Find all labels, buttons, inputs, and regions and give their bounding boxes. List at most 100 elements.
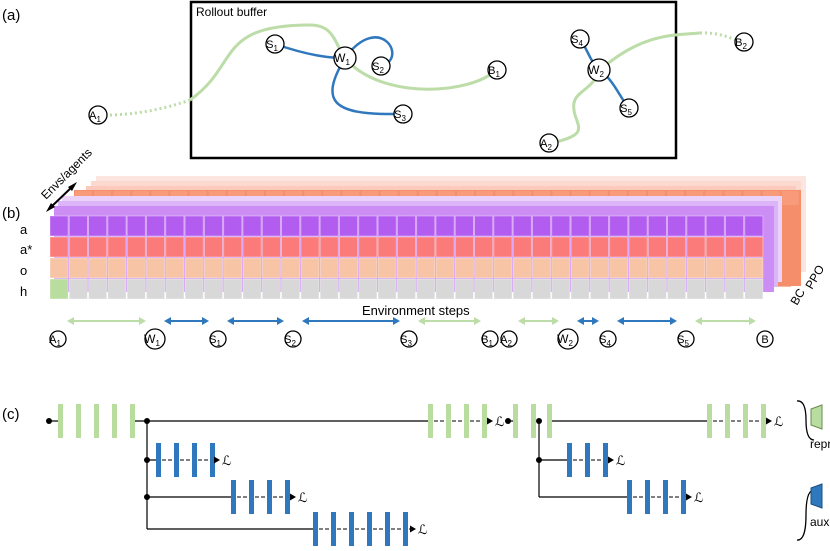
layer-block [112,404,117,438]
junction-dot [144,457,150,463]
layer-block [267,480,272,514]
grid-cell [532,278,552,300]
grid-cell [454,236,474,258]
grid-cell [261,257,281,279]
layer-block [531,404,536,438]
layer-block [585,443,590,477]
grid-cell [647,278,667,300]
grid-cell [281,257,301,279]
grid-cell [532,215,552,237]
node-a1: A1 [88,105,108,125]
grid-cell [474,278,494,300]
node-b2: B2 [734,32,754,52]
grid-cell [551,215,571,237]
layer-block [761,404,766,438]
ppo-stack-label: PPO [802,263,827,292]
grid-cell [339,278,359,300]
grid-cell [88,236,108,258]
layer-block [428,404,433,438]
grid-cell [667,215,687,237]
grid-cell [725,278,745,300]
grid-cell [68,257,88,279]
grid-cell [358,278,378,300]
loss-symbol: ℒ [495,414,504,429]
layer-block [249,480,254,514]
layer-block [603,443,608,477]
grid-cell [49,215,69,237]
grid-cell [68,215,88,237]
grid-cell [744,257,764,279]
layer-block [385,512,390,546]
arrow-head [410,525,416,533]
grid-cell [396,215,416,237]
legend-repr-label: repr [810,437,830,451]
rollout-buffer-box [189,0,678,160]
grid-cell [705,257,725,279]
layer-block [482,404,487,438]
arrow-head [766,417,772,425]
grid-cell [744,278,764,300]
grid-cell [300,236,320,258]
grid-cell [686,215,706,237]
layer-block [367,512,372,546]
grid-cell [358,257,378,279]
grid-cell [667,257,687,279]
grid-cell [358,215,378,237]
row-labels: a a* o h [20,222,32,299]
layer-block [58,404,63,438]
node-a2: A2 [539,133,559,153]
grid-cell [203,257,223,279]
grid-cell [551,278,571,300]
grid-cell [184,215,204,237]
timeline-node-6: A2 [500,330,518,348]
grid-cell [339,215,359,237]
timeline-node-2: S1 [209,330,227,348]
layer-block [725,404,730,438]
grid-row-0 [49,215,764,237]
loss-symbol: ℒ [694,490,703,505]
layer-block [156,443,161,477]
grid-cell [165,215,185,237]
layer-block [285,480,290,514]
grid-cell [223,236,243,258]
grid-cell [107,236,127,258]
legend-aux-label: aux [810,515,829,529]
grid-cell [396,257,416,279]
grid-cell [319,278,339,300]
grid-cell [223,257,243,279]
grid-cell [705,236,725,258]
grid-cell [435,215,455,237]
layer-block [130,404,135,438]
grid-cell [416,257,436,279]
layer-block [645,480,650,514]
grid-cell [203,278,223,300]
grid-cell [609,215,629,237]
grid-cell [146,236,166,258]
grid-cell [146,215,166,237]
grid-cell [647,257,667,279]
grid-cell [474,257,494,279]
grid-cell [647,236,667,258]
grid-cell [146,278,166,300]
grid-cell [609,257,629,279]
buffer-grid [49,215,764,300]
timeline-node-5: B1 [481,330,499,348]
grid-cell [705,278,725,300]
timeline-node-7: W2 [557,328,579,350]
arrow-head [487,417,493,425]
grid-cell [551,236,571,258]
grid-cell [261,236,281,258]
grid-cell [590,257,609,279]
row-label-a-star: a* [20,242,32,257]
grid-cell [319,215,339,237]
grid-cell [68,236,88,258]
grid-cell [377,278,397,300]
grid-cell [300,215,320,237]
grid-cell [609,236,629,258]
timeline-node-10-text: B [761,334,768,346]
envs-arrow [46,182,77,212]
grid-cell [435,257,455,279]
layer-block [743,404,748,438]
grid-cell [705,215,725,237]
